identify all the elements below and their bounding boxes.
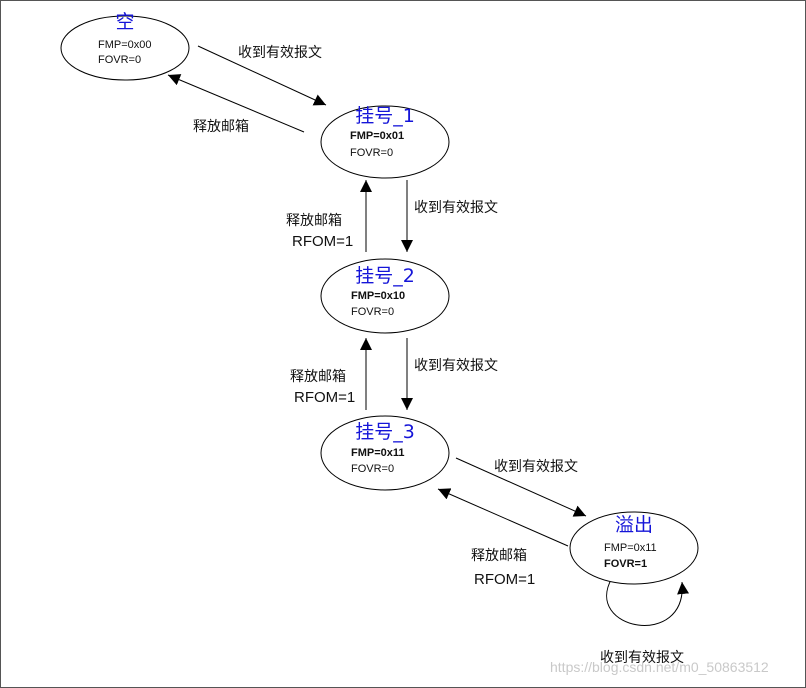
state-pending-3: 挂号_3 FMP=0x11 FOVR=0: [320, 415, 450, 491]
label-overflow-self-loop: 收到有效报文: [600, 650, 684, 666]
state-pending-1-fovr: FOVR=0: [350, 147, 393, 159]
label-p2-to-p1-release: 释放邮箱: [286, 213, 342, 229]
label-p2-to-p3: 收到有效报文: [414, 358, 498, 374]
label-p3-to-p2-release: 释放邮箱: [290, 369, 346, 385]
state-empty-title: 空: [115, 11, 134, 33]
state-pending-3-fovr: FOVR=0: [351, 463, 394, 475]
state-pending-3-title: 挂号_3: [355, 421, 415, 443]
state-overflow-title: 溢出: [615, 514, 653, 536]
edge-empty-to-p1: [197, 45, 327, 106]
edge-overflow-to-p3: [437, 488, 569, 547]
label-overflow-to-p3-release: 释放邮箱: [471, 548, 527, 564]
watermark: https://blog.csdn.net/m0_50863512: [550, 659, 769, 675]
state-empty-fmp: FMP=0x00: [98, 39, 152, 51]
edge-p3-to-overflow: [455, 457, 587, 517]
label-p3-to-overflow: 收到有效报文: [494, 459, 578, 475]
state-empty-fovr: FOVR=0: [98, 54, 141, 66]
edge-overflow-self-loop: [606, 577, 690, 626]
state-empty: 空 FMP=0x00 FOVR=0: [60, 11, 190, 81]
state-pending-3-fmp: FMP=0x11: [351, 447, 405, 459]
state-overflow-fmp: FMP=0x11: [604, 542, 657, 554]
state-pending-1-fmp: FMP=0x01: [350, 130, 404, 142]
state-overflow: 溢出 FMP=0x11 FOVR=1: [569, 511, 699, 585]
label-p1-to-empty: 释放邮箱: [193, 119, 249, 135]
label-overflow-to-p3-rfom: RFOM=1: [474, 571, 535, 588]
state-pending-1: 挂号_1 FMP=0x01 FOVR=0: [320, 105, 450, 179]
state-pending-2: 挂号_2 FMP=0x10 FOVR=0: [320, 258, 450, 334]
label-p2-to-p1-rfom: RFOM=1: [292, 233, 353, 250]
state-pending-2-fmp: FMP=0x10: [351, 290, 405, 302]
state-pending-2-title: 挂号_2: [355, 265, 415, 287]
label-p3-to-p2-rfom: RFOM=1: [294, 389, 355, 406]
label-p1-to-p2: 收到有效报文: [414, 200, 498, 216]
edge-p1-to-empty: [167, 74, 305, 133]
state-overflow-fovr: FOVR=1: [604, 558, 647, 570]
state-pending-2-fovr: FOVR=0: [351, 306, 394, 318]
label-empty-to-p1: 收到有效报文: [238, 45, 322, 61]
state-pending-1-title: 挂号_1: [355, 105, 415, 127]
